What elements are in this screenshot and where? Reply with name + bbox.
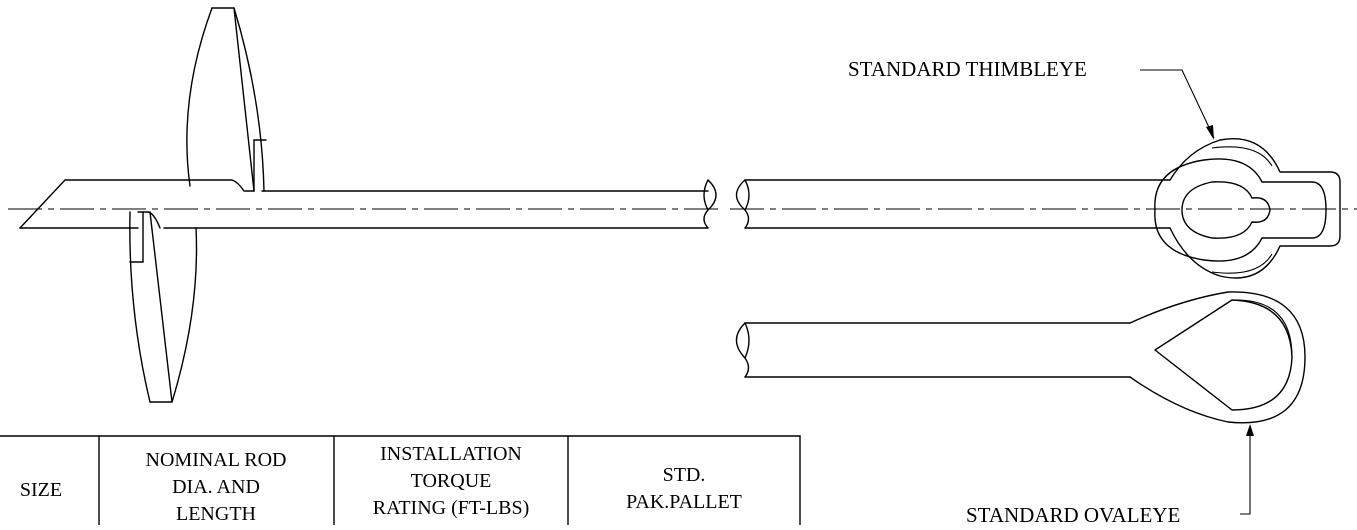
- spec-table: SIZE NOMINAL ROD DIA. AND LENGTH INSTALL…: [0, 435, 801, 526]
- header-size: SIZE: [20, 479, 62, 501]
- header-torque-line2: TORQUE: [411, 470, 492, 492]
- header-rod-dia-line2: DIA. AND: [172, 476, 260, 498]
- rod-thimbleye: [735, 138, 1341, 279]
- header-rod-dia-line1: NOMINAL ROD: [146, 449, 287, 471]
- thimbleye-arrowhead: [1206, 125, 1214, 140]
- header-rod-dia-line3: LENGTH: [176, 503, 256, 525]
- rod-helix-assembly: [19, 7, 717, 403]
- header-torque-line3: RATING (FT-LBS): [373, 497, 530, 519]
- thimbleye-label: STANDARD THIMBLEYE: [848, 57, 1087, 81]
- thimbleye-leader: [1140, 69, 1215, 139]
- ovaleye-label: STANDARD OVALEYE: [966, 503, 1180, 525]
- ovaleye-leader: [1240, 428, 1251, 515]
- rod-ovaleye: [735, 291, 1306, 424]
- header-torque-line1: INSTALLATION: [380, 443, 522, 465]
- header-pallet-line1: STD.: [663, 464, 706, 486]
- header-pallet-line2: PAK.PALLET: [626, 491, 742, 513]
- ovaleye-arrowhead: [1246, 424, 1254, 436]
